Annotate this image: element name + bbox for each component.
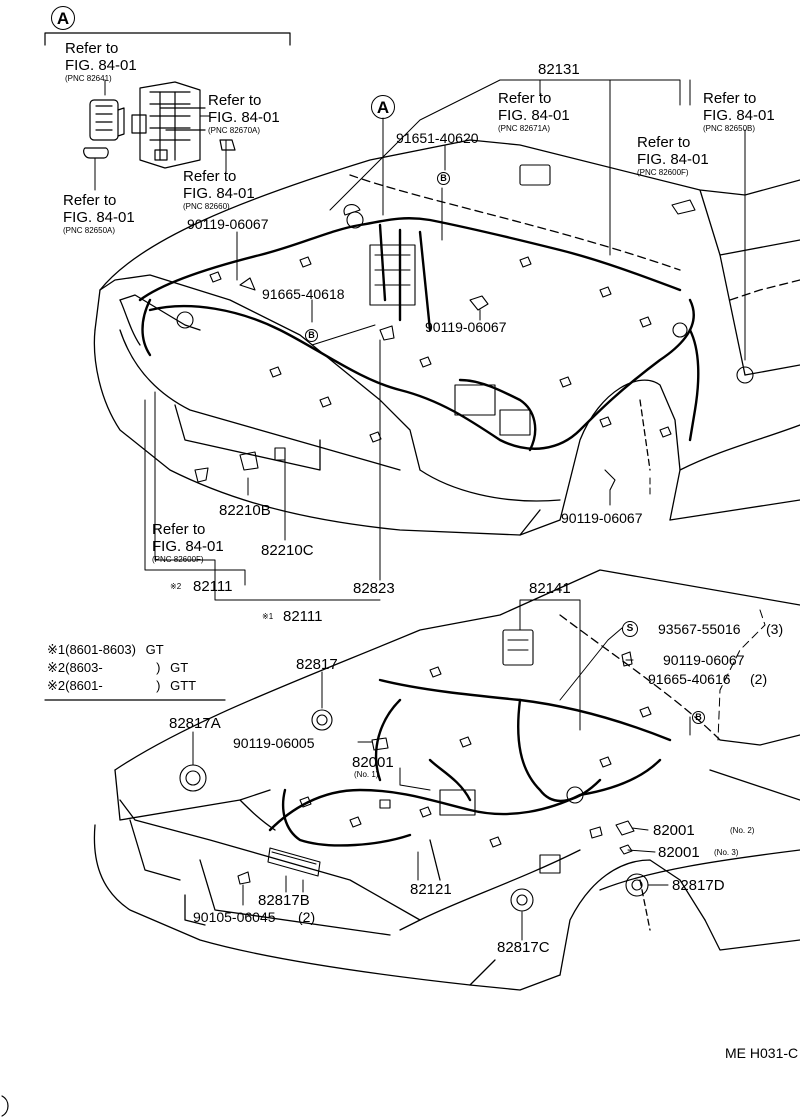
- b-mark-top-2: B: [305, 329, 318, 342]
- ref-fig-84-01-pnc-82641: Refer to FIG. 84-01 (PNC 82641): [65, 40, 137, 84]
- ref-pnc: (PNC 82660): [183, 202, 230, 211]
- ref-line1: Refer to: [65, 40, 119, 57]
- part-82210b: 82210B: [219, 502, 271, 519]
- callout-a-inset: A: [51, 6, 75, 30]
- ref-fig-84-01-pnc-82660: Refer to FIG. 84-01 (PNC 82660): [183, 168, 255, 212]
- part-82817c: 82817C: [497, 939, 550, 956]
- legend-range: (8601-: [65, 678, 103, 693]
- part-90119-06067-c: 90119-06067: [561, 510, 643, 526]
- part-91651-40620: 91651-40620: [396, 130, 479, 146]
- ref-line1: Refer to: [498, 90, 552, 107]
- mark-1-82111: ※1: [262, 612, 274, 621]
- note-82001-no3: (No. 3): [714, 848, 739, 857]
- ref-pnc: (PNC 82650B): [703, 124, 756, 133]
- ref-line1: Refer to: [183, 168, 237, 185]
- ref-fig-84-01-pnc-82650a: Refer to FIG. 84-01 (PNC 82650A): [63, 192, 135, 236]
- legend-grade: GT: [145, 642, 164, 657]
- part-82111-var1: 82111: [283, 608, 323, 625]
- ref-line1: Refer to: [152, 521, 206, 538]
- ref-pnc: (PNC 82641): [65, 74, 112, 83]
- part-82121: 82121: [410, 881, 452, 898]
- legend-close: ): [156, 678, 161, 693]
- part-82111-var2: 82111: [193, 578, 233, 595]
- ref-pnc: (PNC 82671A): [498, 124, 551, 133]
- b-mark-top: B: [437, 172, 450, 185]
- part-91665-40618: 91665-40618: [262, 286, 345, 302]
- ref-pnc: (PNC 82670A): [208, 126, 261, 135]
- mark-2-82111: ※2: [170, 582, 182, 591]
- qty-93567: (3): [766, 621, 784, 637]
- ref-fig-84-01-pnc-82670a: Refer to FIG. 84-01 (PNC 82670A): [208, 92, 280, 136]
- ref-line2: FIG. 84-01: [498, 107, 570, 124]
- ref-line1: Refer to: [703, 90, 757, 107]
- note-82001-no2: (No. 2): [730, 826, 755, 835]
- part-90119-06067-d: 90119-06067: [663, 652, 745, 668]
- legend-mark: ※1: [47, 642, 66, 657]
- ref-line2: FIG. 84-01: [637, 151, 709, 168]
- part-82001-no3: 82001: [658, 844, 700, 861]
- s-mark: S: [622, 621, 638, 637]
- part-82001-no2: 82001: [653, 822, 695, 839]
- legend-row-1: ※1(8601-8603) GT: [47, 642, 164, 658]
- part-90119-06067-b: 90119-06067: [425, 319, 507, 335]
- part-90105-06045: 90105-06045: [193, 909, 276, 925]
- part-82141: 82141: [529, 580, 571, 597]
- callout-a-main: A: [371, 95, 395, 119]
- ref-line1: Refer to: [637, 134, 691, 151]
- ref-line1: Refer to: [63, 192, 117, 209]
- ref-pnc: (PNC 82600F): [637, 168, 689, 177]
- part-82817b: 82817B: [258, 892, 310, 909]
- ref-fig-84-01-pnc-82671a: Refer to FIG. 84-01 (PNC 82671A): [498, 90, 570, 134]
- part-82823: 82823: [353, 580, 395, 597]
- part-93567-55016: 93567-55016: [658, 621, 741, 637]
- legend-grade: GTT: [170, 678, 197, 693]
- ref-pnc: (PNC 82650A): [63, 226, 116, 235]
- legend-row-2: ※2(8603-) GT: [47, 660, 188, 676]
- legend-grade: GT: [170, 660, 189, 675]
- ref-pnc: (PNC 82600F): [152, 555, 204, 564]
- qty-91665: (2): [750, 671, 768, 687]
- part-90119-06067-a: 90119-06067: [187, 216, 269, 232]
- ref-line1: Refer to: [208, 92, 262, 109]
- ref-line2: FIG. 84-01: [63, 209, 135, 226]
- legend-row-3: ※2(8601-) GTT: [47, 678, 196, 694]
- ref-line2: FIG. 84-01: [183, 185, 255, 202]
- part-82817d: 82817D: [672, 877, 725, 894]
- legend-mark: ※2: [47, 660, 66, 675]
- figure-code: ME H031-C: [725, 1045, 799, 1061]
- ref-line2: FIG. 84-01: [703, 107, 775, 124]
- qty-90105: (2): [298, 909, 316, 925]
- part-82131: 82131: [538, 61, 580, 78]
- b-mark-bottom: B: [692, 711, 705, 724]
- legend-range: (8603-: [65, 660, 103, 675]
- legend-range: (8601-8603): [65, 642, 136, 657]
- ref-line2: FIG. 84-01: [65, 57, 137, 74]
- part-82210c: 82210C: [261, 542, 314, 559]
- part-82817a: 82817A: [169, 715, 221, 732]
- ref-line2: FIG. 84-01: [208, 109, 280, 126]
- ref-fig-84-01-pnc-82600f: Refer to FIG. 84-01 (PNC 82600F): [637, 134, 709, 178]
- legend-close: ): [156, 660, 161, 675]
- note-82001-no1: (No. 1): [354, 770, 379, 779]
- part-82001-no1: 82001: [352, 754, 394, 771]
- ref-fig-84-01-pnc-82600f-lower: Refer to FIG. 84-01 (PNC 82600F): [152, 521, 224, 565]
- ref-line2: FIG. 84-01: [152, 538, 224, 555]
- ref-fig-84-01-pnc-82650b: Refer to FIG. 84-01 (PNC 82650B): [703, 90, 775, 134]
- part-91665-40616: 91665-40616: [648, 671, 731, 687]
- part-90119-06005: 90119-06005: [233, 735, 315, 751]
- legend-mark: ※2: [47, 678, 66, 693]
- part-82817: 82817: [296, 656, 338, 673]
